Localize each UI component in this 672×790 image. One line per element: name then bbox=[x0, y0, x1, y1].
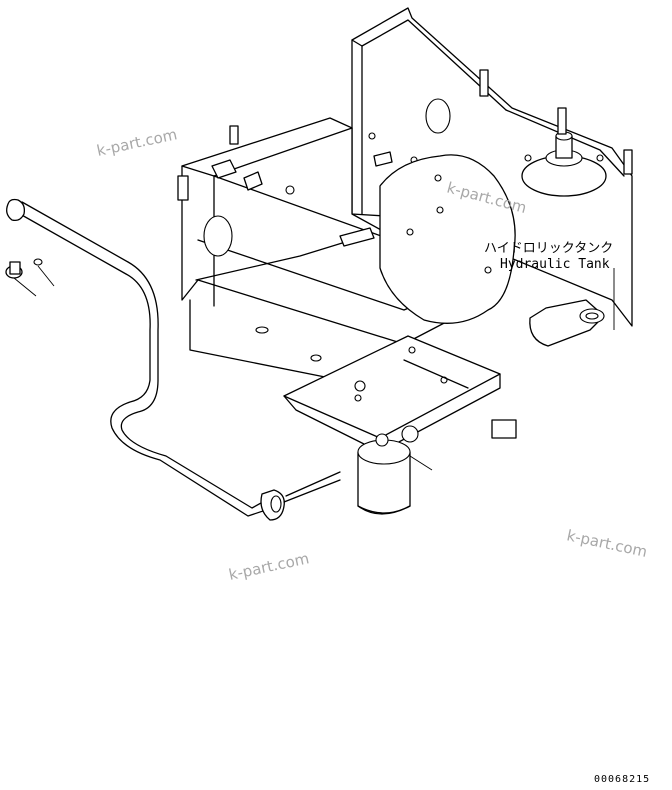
drawing-number: 00068215 bbox=[594, 774, 650, 785]
watermark: k-part.com bbox=[95, 125, 179, 160]
drain-plug bbox=[5, 258, 55, 297]
watermark: k-part.com bbox=[565, 526, 649, 561]
drain-pipe bbox=[6, 198, 341, 521]
valve-cover-plate bbox=[379, 154, 516, 324]
filter-bracket bbox=[283, 335, 517, 453]
watermark: k-part.com bbox=[227, 549, 311, 584]
hydraulic-filter bbox=[357, 425, 433, 515]
tank-label-en: Hydraulic Tank bbox=[500, 257, 610, 272]
hydraulic-tank bbox=[229, 7, 633, 347]
tank-label-jp: ハイドロリックタンク bbox=[484, 241, 613, 256]
